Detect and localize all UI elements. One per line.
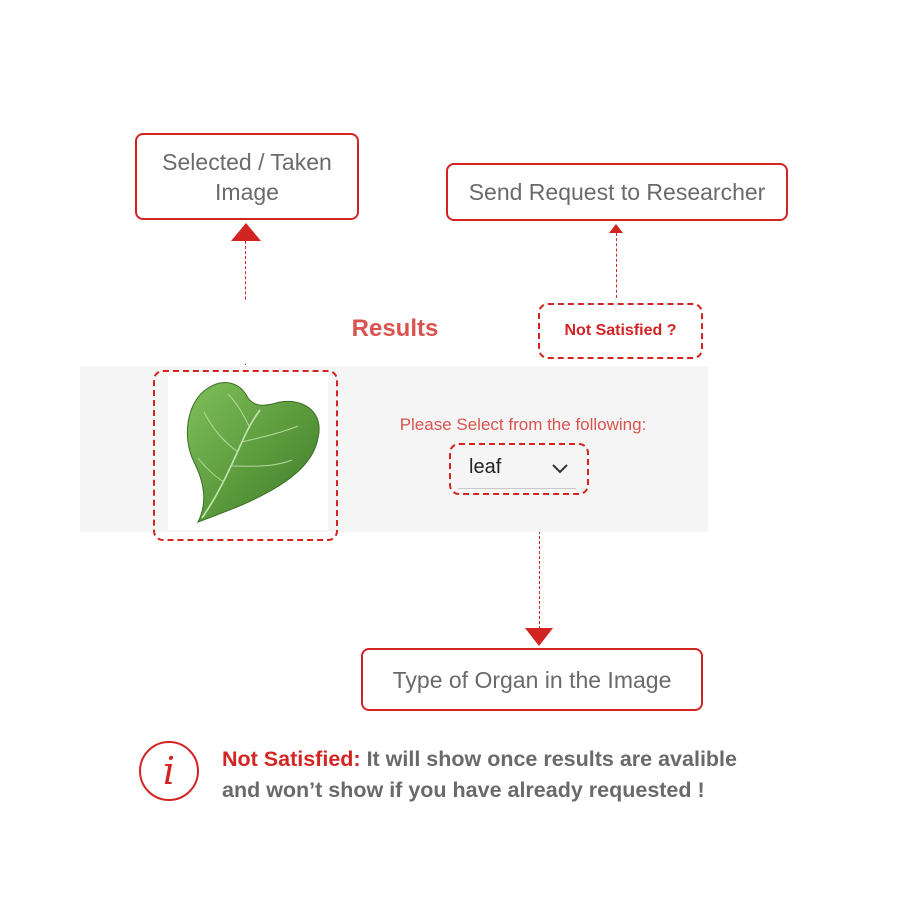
info-note-line-1: Not Satisfied: It will show once results… — [222, 744, 862, 775]
select-highlight-frame — [449, 443, 589, 495]
not-satisfied-link[interactable]: Not Satisfied ? — [538, 303, 703, 359]
connector-request — [616, 233, 617, 303]
callout-send-request: Send Request to Researcher — [446, 163, 788, 221]
info-note-text-2: and won’t show if you have already reque… — [222, 778, 705, 802]
organ-select-underline — [458, 488, 576, 489]
callout-organ-type: Type of Organ in the Image — [361, 648, 703, 711]
leaf-image — [186, 382, 320, 523]
selected-image-container[interactable] — [168, 372, 328, 530]
info-note: Not Satisfied: It will show once results… — [222, 744, 862, 806]
chevron-down-icon — [549, 458, 571, 478]
organ-select-value: leaf — [469, 456, 502, 478]
arrow-to-image-callout — [231, 223, 261, 241]
select-prompt: Please Select from the following: — [399, 415, 647, 434]
image-highlight-frame — [153, 370, 338, 541]
info-note-lead: Not Satisfied: — [222, 747, 361, 771]
callout-selected-image: Selected / Taken Image — [135, 133, 359, 220]
results-title: Results — [351, 315, 439, 342]
not-satisfied-link-text: Not Satisfied ? — [564, 322, 677, 339]
callout-selected-image-text: Selected / Taken Image — [162, 148, 332, 205]
connector-organ — [539, 496, 540, 629]
info-note-text-1: It will show once results are avalible — [366, 747, 737, 771]
arrow-to-request-callout — [609, 224, 623, 233]
callout-send-request-text: Send Request to Researcher — [468, 179, 766, 205]
callout-organ-type-text: Type of Organ in the Image — [392, 666, 672, 693]
arrow-to-organ-callout — [525, 628, 553, 646]
results-header-strip — [80, 300, 708, 364]
info-icon: i — [139, 741, 199, 801]
info-icon-glyph: i — [162, 749, 176, 793]
